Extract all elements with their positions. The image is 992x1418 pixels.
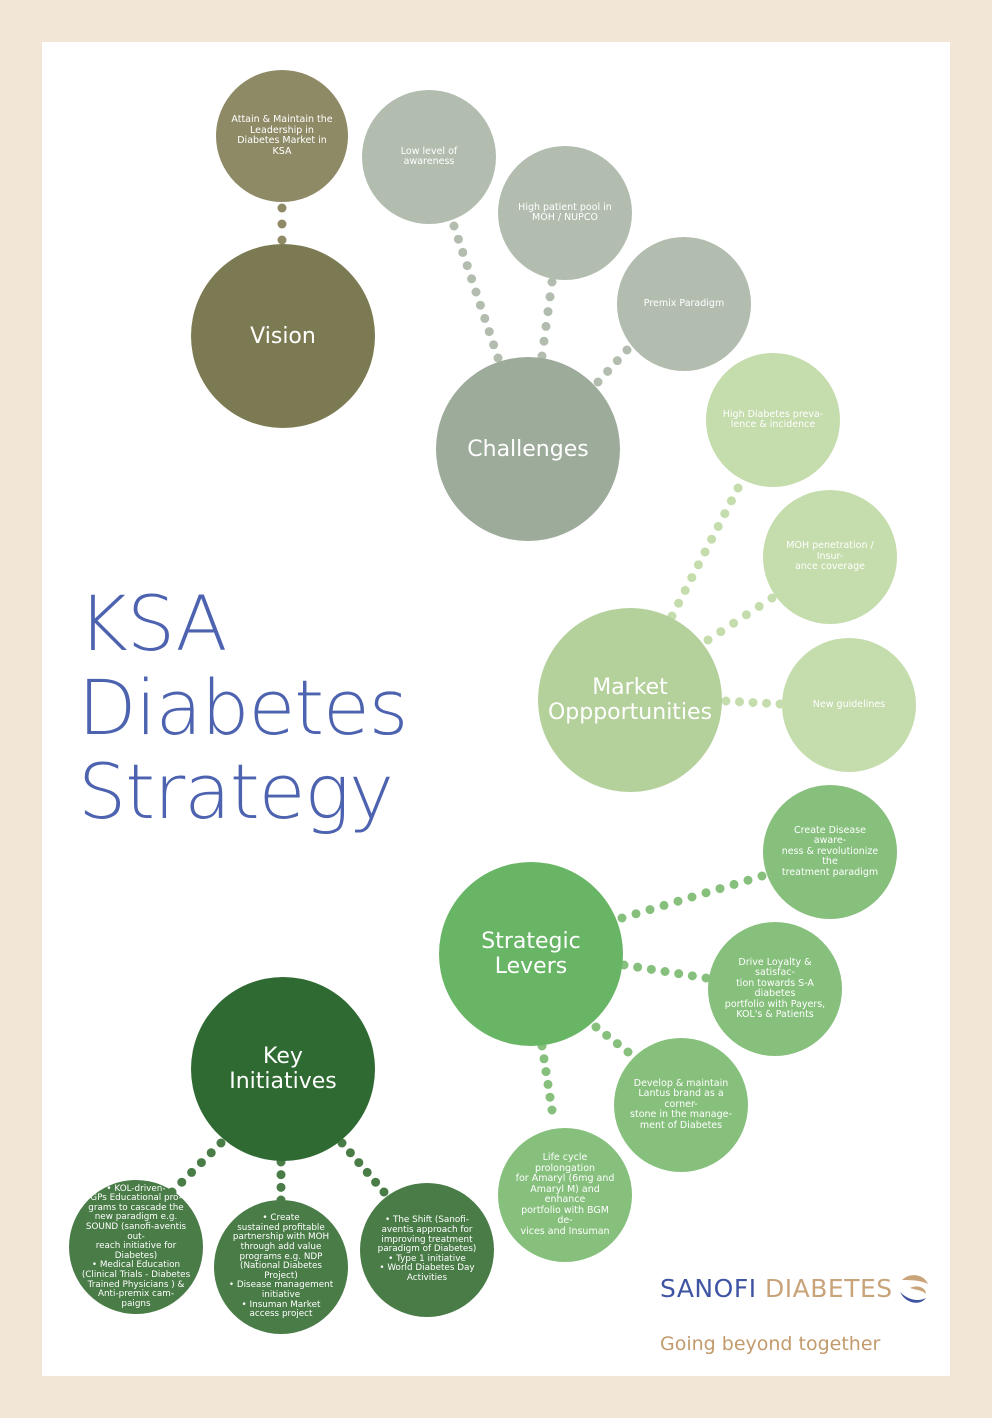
vision-node-1: Attain & Maintain the Leadership in Diab… xyxy=(216,70,348,202)
lever-node-2-label: Drive Loyalty & satisfac- tion towards S… xyxy=(724,956,826,1020)
hub-challenges: Challenges xyxy=(436,357,620,541)
key-node-2: • Create sustained profitable partnershi… xyxy=(214,1200,348,1334)
hub-key-initiatives: Key Initiatives xyxy=(191,977,375,1161)
vision-node-1-label: Attain & Maintain the Leadership in Diab… xyxy=(231,114,333,157)
lever-node-4: Life cycle prolongation for Amaryl (6mg … xyxy=(498,1128,632,1262)
key-node-1-label: • KOL-driven- GPs Educational pro- grams… xyxy=(81,1183,191,1309)
challenge-node-1: Low level of awareness xyxy=(362,90,496,224)
market-node-2-label: MOH penetration / Insur- ance coverage xyxy=(786,540,874,573)
lever-node-1-label: Create Disease aware- ness & revolutioni… xyxy=(781,824,879,878)
market-node-1: High Diabetes preva- lence & incidence xyxy=(706,353,840,487)
key-node-3: • The Shift (Sanofi- aventis approach fo… xyxy=(360,1183,494,1317)
brand-tagline: Going beyond together xyxy=(660,1333,881,1355)
market-node-3: New guidelines xyxy=(782,638,916,772)
hub-market: Market Oppportunities xyxy=(538,608,722,792)
challenge-node-3-label: Premix Paradigm xyxy=(643,297,725,309)
brand-name-part2: DIABETES xyxy=(765,1274,893,1303)
market-node-2: MOH penetration / Insur- ance coverage xyxy=(763,490,897,624)
hub-vision-label: Vision xyxy=(250,323,316,349)
challenge-node-2-label: High patient pool in MOH / NUPCO xyxy=(518,201,612,223)
sanofi-logo-icon xyxy=(900,1275,928,1303)
challenge-node-1-label: Low level of awareness xyxy=(400,145,458,167)
hub-key-initiatives-label: Key Initiatives xyxy=(229,1044,337,1094)
market-node-1-label: High Diabetes preva- lence & incidence xyxy=(722,408,824,430)
key-node-3-label: • The Shift (Sanofi- aventis approach fo… xyxy=(377,1215,477,1283)
challenge-node-3: Premix Paradigm xyxy=(617,237,751,371)
hub-vision: Vision xyxy=(191,244,375,428)
key-node-1: • KOL-driven- GPs Educational pro- grams… xyxy=(69,1180,203,1314)
hub-market-label: Market Oppportunities xyxy=(547,675,713,725)
hub-challenges-label: Challenges xyxy=(467,436,589,462)
hub-levers-label: Strategic Levers xyxy=(481,929,581,979)
hub-levers: Strategic Levers xyxy=(439,862,623,1046)
page-title: KSA Diabetes Strategy xyxy=(78,579,408,836)
lever-node-1: Create Disease aware- ness & revolutioni… xyxy=(763,785,897,919)
key-node-2-label: • Create sustained profitable partnershi… xyxy=(228,1213,334,1320)
market-node-3-label: New guidelines xyxy=(812,698,886,710)
brand-name: SANOFI DIABETES xyxy=(660,1274,893,1303)
brand-name-part1: SANOFI xyxy=(660,1274,766,1303)
lever-node-4-label: Life cycle prolongation for Amaryl (6mg … xyxy=(515,1152,615,1237)
lever-node-3: Develop & maintain Lantus brand as a cor… xyxy=(614,1038,748,1172)
lever-node-2: Drive Loyalty & satisfac- tion towards S… xyxy=(708,922,842,1056)
lever-node-3-label: Develop & maintain Lantus brand as a cor… xyxy=(630,1077,732,1131)
challenge-node-2: High patient pool in MOH / NUPCO xyxy=(498,146,632,280)
